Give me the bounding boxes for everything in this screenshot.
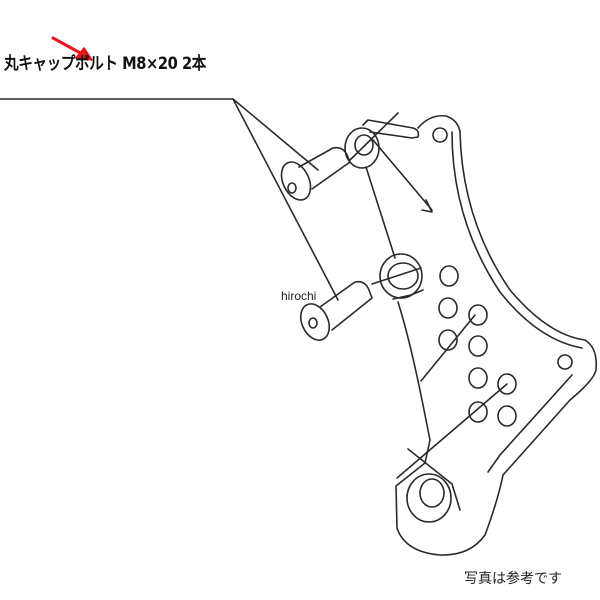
bracket-outline	[395, 114, 598, 556]
leader-lines	[0, 98, 339, 301]
lower-bolt	[299, 280, 373, 341]
part-callout-label: 丸キャップボルト M8×20 2本	[4, 54, 206, 74]
upper-collar	[344, 112, 433, 259]
adjustment-holes	[396, 265, 517, 479]
upper-bolt	[280, 146, 351, 201]
lower-collar	[371, 253, 424, 300]
red-arrow-icon	[51, 36, 93, 61]
reference-photo-caption: 写真は参考です	[464, 571, 562, 587]
watermark-text: hirochi	[281, 289, 317, 303]
